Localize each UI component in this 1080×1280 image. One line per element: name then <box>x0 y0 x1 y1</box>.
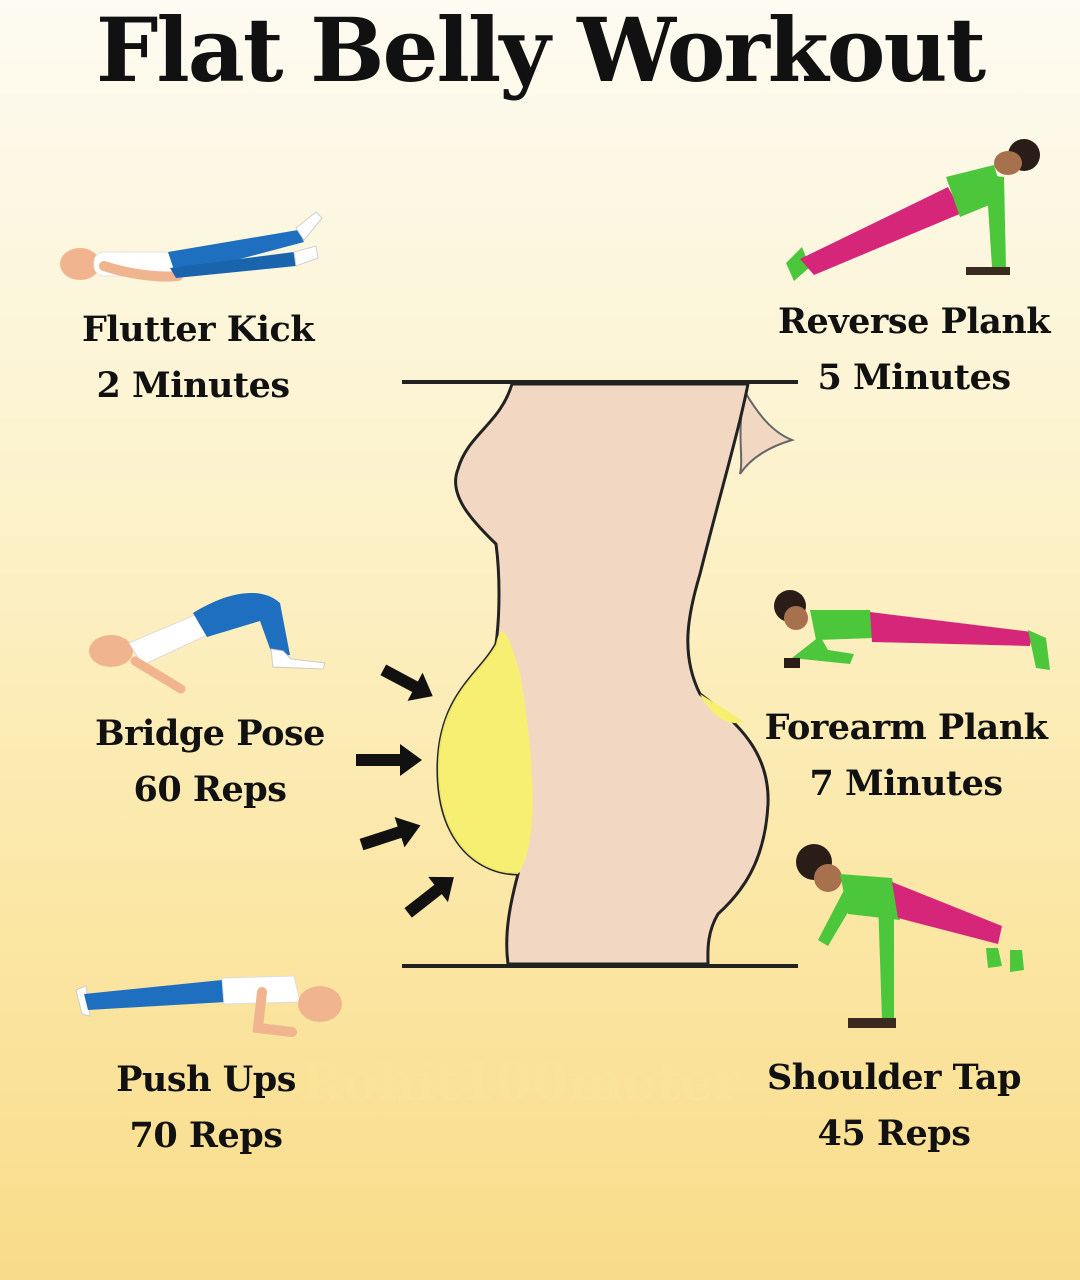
exercise-label-push-ups: Push Ups 70 Reps <box>56 1052 356 1164</box>
exercise-label-bridge-pose: Bridge Pose 60 Reps <box>60 706 360 818</box>
exercise-detail: 2 Minutes <box>96 365 290 406</box>
bridge-pose-figure <box>89 592 326 694</box>
exercise-label-shoulder-tap: Shoulder Tap 45 Reps <box>744 1050 1044 1162</box>
exercise-name: Shoulder Tap <box>766 1057 1022 1098</box>
arrow-icon <box>359 817 421 851</box>
exercise-detail: 45 Reps <box>817 1113 971 1154</box>
push-up-figure <box>75 975 342 1037</box>
exercise-label-reverse-plank: Reverse Plank 5 Minutes <box>764 294 1064 406</box>
arrow-icon <box>404 876 454 918</box>
arrow-icon <box>380 664 433 701</box>
watermark: Rohit100meter <box>300 1052 741 1113</box>
exercise-label-flutter-kick: Flutter Kick 2 Minutes <box>48 302 348 414</box>
belly-silhouette <box>402 380 798 968</box>
exercise-name: Bridge Pose <box>95 713 325 754</box>
exercise-detail: 70 Reps <box>129 1115 283 1156</box>
exercise-name: Forearm Plank <box>764 707 1048 748</box>
exercise-detail: 5 Minutes <box>817 357 1011 398</box>
exercise-detail: 7 Minutes <box>809 763 1003 804</box>
page-title: Flat Belly Workout <box>95 0 986 102</box>
forearm-plank-figure <box>774 590 1050 670</box>
exercise-label-forearm-plank: Forearm Plank 7 Minutes <box>756 700 1056 812</box>
exercise-name: Reverse Plank <box>777 301 1051 342</box>
arrow-icon <box>356 744 422 776</box>
shoulder-tap-figure <box>796 844 1024 1028</box>
exercise-name: Push Ups <box>116 1059 296 1100</box>
reverse-plank-figure <box>786 139 1040 281</box>
exercise-detail: 60 Reps <box>133 769 287 810</box>
flutter-kick-figure <box>60 211 323 282</box>
exercise-name: Flutter Kick <box>81 309 315 350</box>
